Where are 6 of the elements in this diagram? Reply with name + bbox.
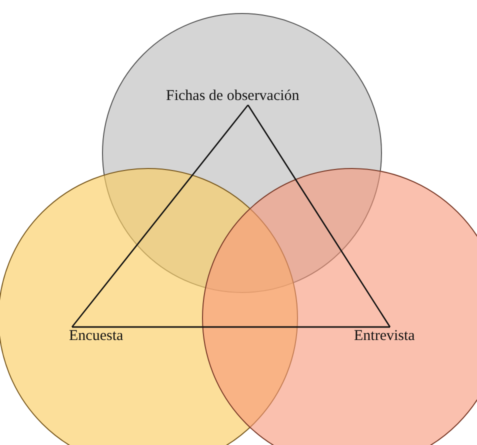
triangle-side bbox=[72, 326, 390, 328]
triangle-side bbox=[71, 104, 249, 328]
triangle-side bbox=[247, 104, 391, 328]
circle-label: Encuesta bbox=[69, 327, 124, 345]
circle-label: Entrevista bbox=[354, 327, 415, 345]
circle-label: Fichas de observación bbox=[166, 87, 300, 105]
